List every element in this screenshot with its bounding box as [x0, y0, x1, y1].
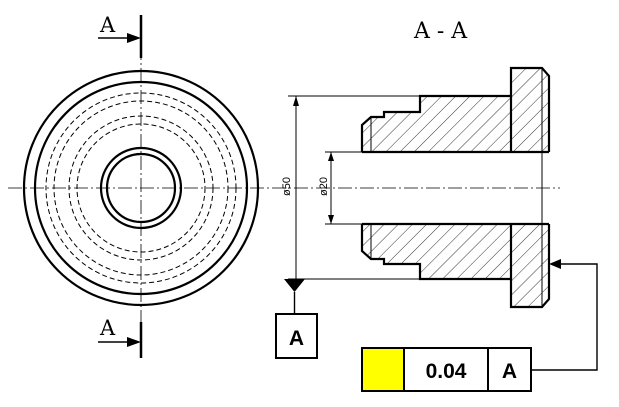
feature-control-frame: 0.04 A [361, 259, 598, 392]
datum-feature: A [275, 279, 318, 359]
section-hatch-lower [362, 224, 549, 307]
section-marker-bottom-label: A [99, 316, 116, 340]
front-view [8, 46, 272, 330]
datum-label: A [289, 327, 304, 350]
hidden-edge-circle-4 [76, 123, 206, 253]
bore-outer-edge [99, 146, 183, 230]
datum-box [275, 313, 318, 359]
outer-flange-circle [22, 69, 260, 307]
outer-body-circle [33, 80, 249, 296]
section-marker-top: A [98, 13, 143, 58]
bore-diameter-label: ø20 [318, 177, 330, 196]
hidden-edge-circle-3 [68, 115, 214, 261]
datum-reference-cell [487, 347, 532, 392]
datum-triangle [284, 279, 305, 292]
hidden-edge-circle-2 [53, 100, 229, 276]
section-hatch-upper [362, 68, 549, 152]
section-outline-upper [360, 66, 551, 152]
section-outline-lower [360, 224, 551, 309]
section-view: ø50 ø20 [272, 66, 560, 309]
section-view-title: A - A [413, 19, 468, 44]
outer-diameter-arrow-top [293, 96, 299, 106]
bore-diameter-arrow-bottom [328, 215, 334, 224]
bore-diameter-arrow-top [328, 152, 334, 161]
datum-reference: A [502, 360, 517, 383]
outer-diameter-label: ø50 [281, 177, 293, 196]
section-marker-bottom: A [98, 316, 143, 358]
tolerance-symbol-cell [361, 347, 405, 392]
section-marker-top-label: A [99, 13, 116, 37]
tolerance-value: 0.04 [426, 360, 467, 383]
hidden-edge-circle-1 [45, 92, 237, 284]
tolerance-value-cell [403, 347, 489, 392]
control-frame-leader [531, 263, 598, 371]
bore-circle [105, 152, 177, 224]
control-frame-arrow [549, 259, 561, 269]
